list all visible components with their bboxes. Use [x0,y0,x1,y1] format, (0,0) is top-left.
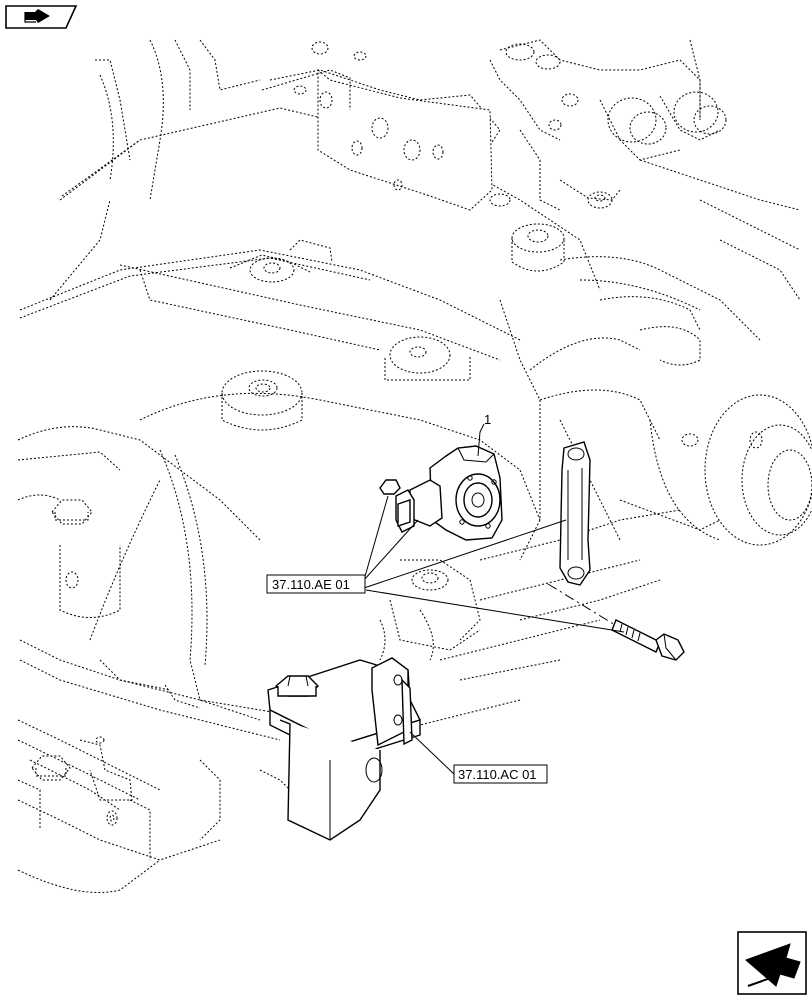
ref-ac-label: 37.110.AC 01 [458,767,537,782]
item-number-label: 1 [484,412,491,427]
position-sensor [379,445,503,541]
ref-37-110-ac-01[interactable]: 37.110.AC 01 [453,764,548,784]
ref-37-110-ae-01[interactable]: 37.110.AE 01 [266,574,366,594]
next-page-arrow-icon[interactable] [737,931,807,995]
link-arm [559,441,591,586]
callout-leaders [363,423,625,775]
ref-ae-label: 37.110.AE 01 [272,577,350,592]
hex-bolt [547,583,685,661]
mounting-bracket [267,657,421,841]
book-arrow-icon[interactable] [5,5,78,29]
transmission-housing [17,39,812,893]
